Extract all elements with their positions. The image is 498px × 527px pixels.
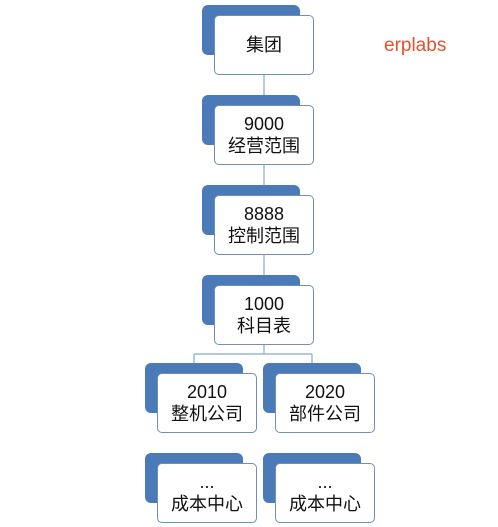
node-group: 集团 — [202, 5, 314, 75]
node-operating-scope: 9000 经营范围 — [202, 95, 314, 165]
node-cost-center-2020-ellipsis: ... — [317, 472, 333, 492]
node-cost-center-2020-label: 成本中心 — [289, 494, 361, 514]
node-operating-scope-code: 9000 — [243, 114, 285, 134]
node-cost-center-2010-ellipsis: ... — [199, 472, 215, 492]
node-cost-center-2020: ... 成本中心 — [263, 453, 375, 523]
node-company-2010: 2010 整机公司 — [145, 363, 257, 433]
node-group-label: 集团 — [246, 35, 282, 55]
node-controlling-area: 8888 控制范围 — [202, 185, 314, 255]
node-company-2020-label: 部件公司 — [289, 404, 361, 424]
node-group-box: 集团 — [214, 15, 314, 75]
node-company-2020: 2020 部件公司 — [263, 363, 375, 433]
node-operating-scope-label: 经营范围 — [228, 136, 300, 156]
node-company-2020-code: 2020 — [304, 382, 346, 402]
node-cost-center-2010-box: ... 成本中心 — [157, 463, 257, 523]
node-chart-of-accounts-code: 1000 — [243, 294, 285, 314]
node-company-2010-code: 2010 — [186, 382, 228, 402]
node-operating-scope-box: 9000 经营范围 — [214, 105, 314, 165]
node-cost-center-2010: ... 成本中心 — [145, 453, 257, 523]
node-chart-of-accounts-label: 科目表 — [237, 316, 291, 336]
node-controlling-area-code: 8888 — [243, 204, 285, 224]
node-chart-of-accounts: 1000 科目表 — [202, 275, 314, 345]
node-cost-center-2020-box: ... 成本中心 — [275, 463, 375, 523]
node-controlling-area-label: 控制范围 — [228, 226, 300, 246]
node-company-2020-box: 2020 部件公司 — [275, 373, 375, 433]
node-chart-of-accounts-box: 1000 科目表 — [214, 285, 314, 345]
node-controlling-area-box: 8888 控制范围 — [214, 195, 314, 255]
node-cost-center-2010-label: 成本中心 — [171, 494, 243, 514]
node-company-2010-label: 整机公司 — [171, 404, 243, 424]
brand-watermark: erplabs — [384, 35, 447, 56]
node-company-2010-box: 2010 整机公司 — [157, 373, 257, 433]
